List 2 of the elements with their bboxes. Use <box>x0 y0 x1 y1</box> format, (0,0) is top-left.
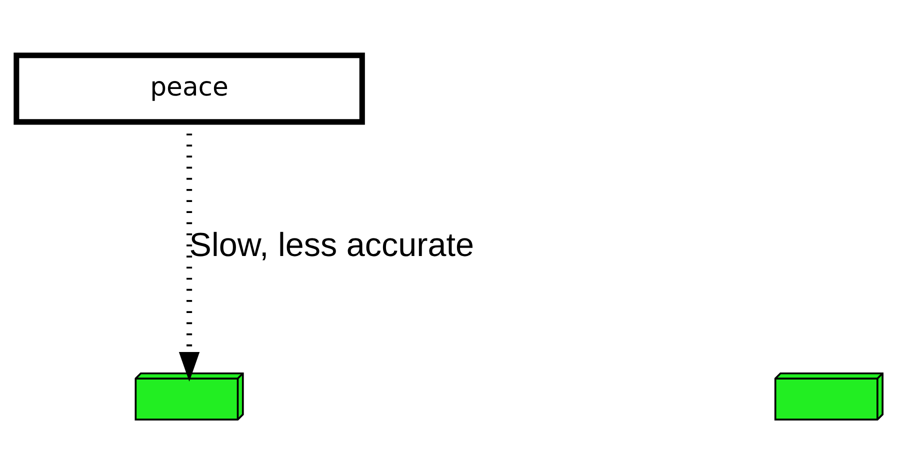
edge-label: Slow, less accurate <box>189 226 474 264</box>
node-box: peace <box>14 52 365 124</box>
